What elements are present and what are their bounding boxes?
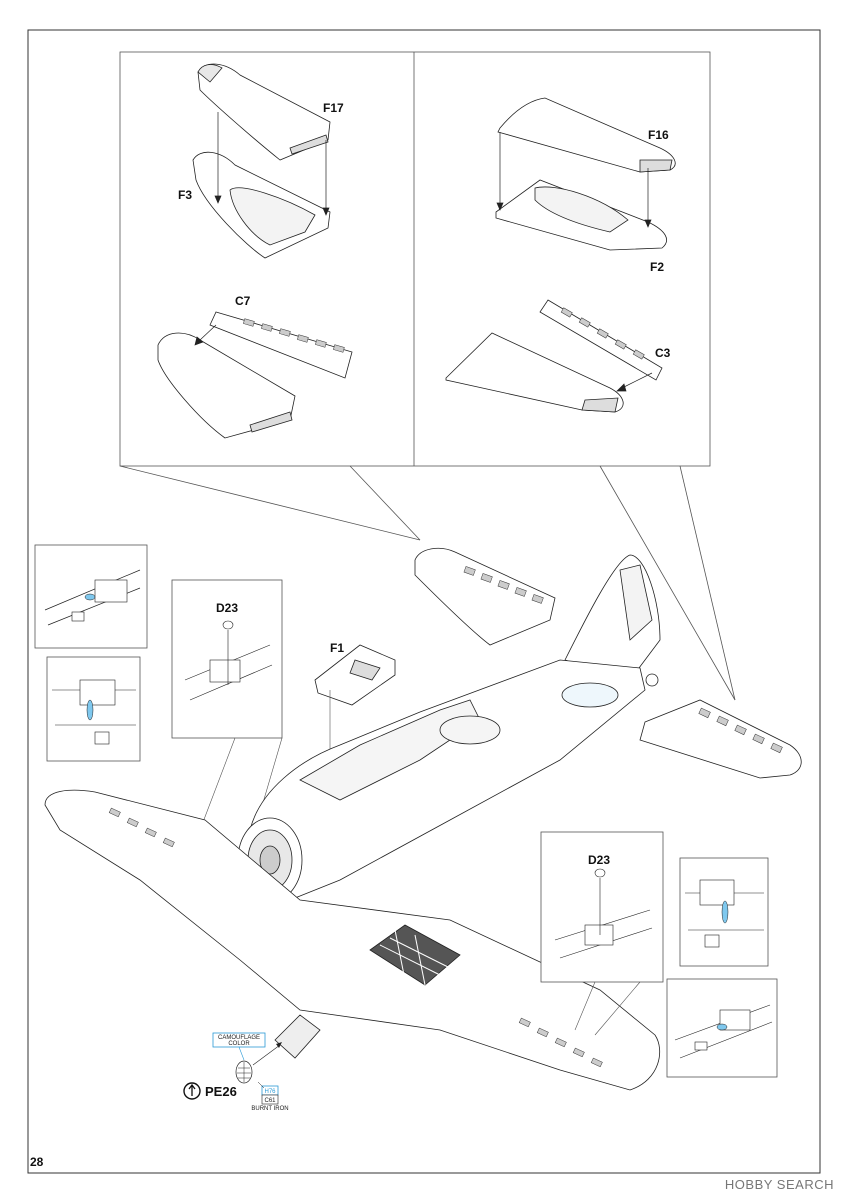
c7-arrow [194,324,217,346]
part-c7-wing-shape [157,332,296,439]
tail-fin [564,554,661,687]
detail-box-left-1 [34,544,148,649]
label-d23-right: D23 [588,853,610,867]
camouflage-callout [212,1032,266,1061]
label-f17: F17 [323,101,344,115]
label-f2: F2 [650,260,664,274]
detail-box-right-1 [679,857,769,967]
page-frame [27,29,821,1174]
top-detail-box [119,51,736,701]
page-number: 28 [30,1155,44,1169]
detail-box-right-2 [666,978,778,1078]
camouflage-line2: COLOR [228,1041,250,1047]
pe26-part [235,1042,282,1084]
part-f3-shape [192,151,331,259]
right-wing-upper [414,547,556,646]
detail-box-left-2 [46,656,141,762]
label-d23-left: D23 [216,601,238,615]
part-f1-shape [314,644,396,850]
horizontal-stabilizer [639,699,802,779]
color-burnt-iron: BURNT IRON [251,1106,288,1112]
pe26-icon [183,1082,201,1100]
part-c3-shape [539,299,663,381]
assembly-arrows-right [496,132,652,228]
part-c3-wing-shape [445,332,624,413]
code-c61: C61 [264,1098,276,1104]
part-c7-shape [209,311,353,379]
detail-box-d23-right [540,831,664,1036]
detail-box-d23-left [171,579,283,831]
main-wing [44,789,661,1091]
color-code-callout [257,1081,279,1105]
part-f17-shape [197,63,331,161]
label-f3: F3 [178,188,192,202]
c3-arrow [616,372,653,392]
label-c3: C3 [655,346,671,360]
watermark: HOBBY SEARCH [724,1177,834,1192]
camouflage-line1: CAMOUFLAGE [218,1035,260,1041]
assembly-arrows-left [214,112,330,216]
code-h76: H76 [264,1089,276,1095]
label-f1: F1 [330,641,344,655]
label-pe26: PE26 [205,1084,237,1099]
label-f16: F16 [648,128,669,142]
part-f2-shape [495,179,667,251]
label-c7: C7 [235,294,251,308]
